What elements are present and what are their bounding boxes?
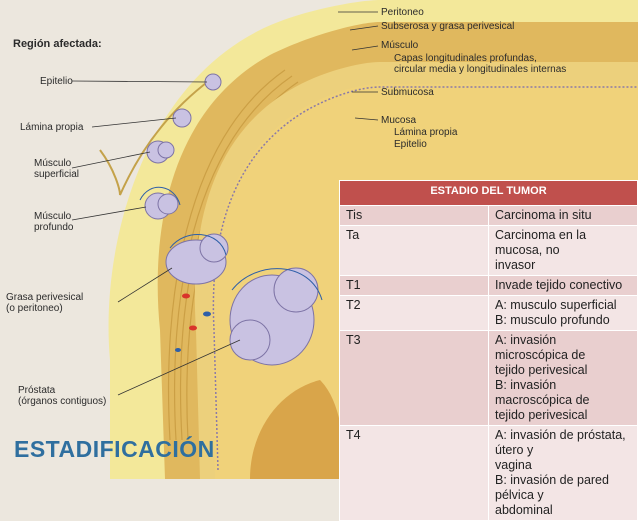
stage-cell: T4 [339, 425, 489, 521]
vessel-outlines [139, 186, 323, 301]
stage-cell: T2 [339, 295, 489, 331]
label-capas: Capas longitudinales profundas, circular… [394, 53, 567, 75]
stage-cell: Tis [339, 205, 489, 226]
stage-cell: T3 [339, 330, 489, 426]
blood-vessels [175, 293, 211, 352]
table-row: Ta Carcinoma en la mucosa, no invasor [339, 225, 638, 276]
tumor-superficial-2 [157, 141, 175, 159]
table-row: T1 Invade tejido conectivo [339, 275, 638, 296]
label-submucosa: Submucosa [381, 87, 434, 98]
label-prostata: Próstata (órganos contiguos) [18, 385, 107, 407]
tumor-growths [144, 73, 319, 366]
stage-cell: Ta [339, 225, 489, 276]
table-row: T3 A: invasión microscópica de tejido pe… [339, 330, 638, 426]
label-epitelio: Epitelio [40, 76, 73, 87]
table-header: ESTADIO DEL TUMOR [339, 180, 638, 206]
prostate-structure [250, 380, 345, 479]
table-row: Tis Carcinoma in situ [339, 205, 638, 226]
stage-description: Carcinoma en la mucosa, no invasor [488, 225, 638, 276]
label-subserosa: Subserosa y grasa perivesical [381, 21, 515, 32]
label-mucosa: Mucosa [381, 115, 417, 126]
label-pointers-left [71, 80, 241, 396]
label-mucosa-lamina: Lámina propia [394, 127, 458, 138]
stage-description: Invade tejido conectivo [488, 275, 638, 296]
table-row: T4 A: invasión de próstata, útero y vagi… [339, 425, 638, 521]
region-title: Región afectada: [13, 38, 102, 50]
table-header-row: ESTADIO DEL TUMOR [339, 180, 638, 206]
stage-description: A: invasión microscópica de tejido periv… [488, 330, 638, 426]
label-pointers-right [338, 11, 379, 121]
label-musculo-superficial: Músculo superficial [34, 158, 80, 180]
table-row: T2 A: musculo superficial B: musculo pro… [339, 295, 638, 331]
tumor-perivesical-2 [199, 233, 229, 263]
serosa-edge [99, 79, 211, 196]
label-musculo-profundo: Músculo profundo [34, 211, 74, 233]
page-heading: ESTADIFICACIÓN [14, 436, 215, 462]
label-peritoneo: Peritoneo [381, 7, 424, 18]
stage-cell: T1 [339, 275, 489, 296]
stage-description: Carcinoma in situ [488, 205, 638, 226]
stage-description: A: invasión de próstata, útero y vagina … [488, 425, 638, 521]
label-musculo: Músculo [381, 40, 419, 51]
label-mucosa-epitelio: Epitelio [394, 139, 427, 150]
label-lamina-propia: Lámina propia [20, 122, 84, 133]
tumor-stage-table: ESTADIO DEL TUMOR Tis Carcinoma in situ … [339, 180, 638, 521]
label-grasa-perivesical: Grasa perivesical (o peritoneo) [6, 292, 84, 314]
tumor-profundo-2 [157, 193, 179, 215]
tumor-prostata-2 [273, 267, 319, 313]
tumor-prostata-3 [229, 319, 271, 361]
stage-description: A: musculo superficial B: musculo profun… [488, 295, 638, 331]
tumor-epitelio [204, 73, 222, 91]
